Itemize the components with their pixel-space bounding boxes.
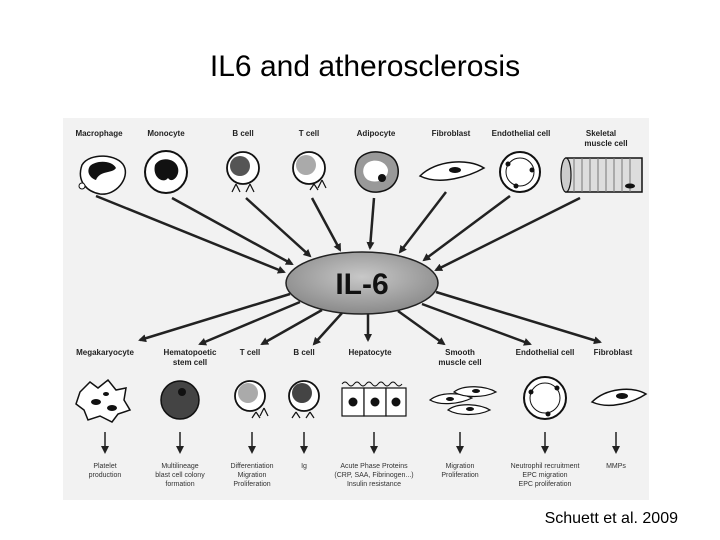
effect-hepatocyte-1: Acute Phase Proteins: [340, 463, 408, 470]
slide-title: IL6 and atherosclerosis: [209, 50, 521, 83]
megakaryocyte-cell-icon: [75, 378, 132, 423]
hematopoetic-stem-cell-icon: [160, 380, 200, 420]
source-label-monocyte: Monocyte: [147, 129, 185, 138]
smooth-muscle-cell-icon: [428, 386, 498, 416]
effect-hematopoetic-3: formation: [165, 481, 194, 488]
effect-t-cell-1: Differentiation: [230, 463, 273, 470]
il6-node: [285, 251, 439, 315]
endothelial-target-icon: [523, 376, 567, 420]
effect-fibroblast-1: MMPs: [606, 463, 626, 470]
source-label-muscle-cell: muscle cell: [584, 139, 627, 148]
adipocyte-cell-icon: [354, 151, 399, 193]
b-cell-target-icon: [288, 380, 320, 419]
target-label-smooth: Smooth: [445, 348, 475, 357]
fibroblast-target-icon: [590, 388, 648, 406]
b-cell-source-icon: [226, 151, 260, 193]
target-label-megakaryocyte: Megakaryocyte: [76, 348, 134, 357]
t-cell-source-icon: [292, 151, 327, 191]
effect-b-cell-1: Ig: [301, 463, 307, 470]
monocyte-cell-icon: [144, 150, 188, 194]
citation: Schuett et al. 2009: [544, 510, 678, 527]
effect-megakaryocyte-2: production: [89, 472, 122, 479]
source-label-macrophage: Macrophage: [75, 129, 123, 138]
effect-endothelial-2: EPC migration: [522, 472, 567, 479]
effect-arrows: [101, 432, 620, 454]
effect-hepatocyte-3: Insulin resistance: [347, 481, 401, 488]
effect-smooth-muscle-1: Migration: [446, 463, 475, 470]
fibroblast-source-icon: [418, 161, 486, 181]
effect-t-cell-3: Proliferation: [233, 481, 270, 488]
target-label-muscle-cell: muscle cell: [438, 358, 481, 367]
target-label-hematopoetic: Hematopoetic: [164, 348, 217, 357]
source-label-b-cell: B cell: [232, 129, 253, 138]
effect-hematopoetic-2: blast cell colony: [155, 472, 205, 479]
target-label-t-cell: T cell: [240, 348, 260, 357]
target-label-hepatocyte: Hepatocyte: [348, 348, 392, 357]
effect-endothelial-3: EPC proliferation: [519, 481, 572, 488]
endothelial-source-icon: [499, 151, 541, 193]
target-label-stem-cell: stem cell: [173, 358, 207, 367]
source-label-adipocyte: Adipocyte: [357, 129, 396, 138]
il6-label: IL-6: [335, 268, 388, 301]
effect-megakaryocyte-1: Platelet: [93, 463, 116, 470]
effect-smooth-muscle-2: Proliferation: [441, 472, 478, 479]
effect-hematopoetic-1: Multilineage: [161, 463, 198, 470]
target-label-endothelial-cell: Endothelial cell: [516, 348, 575, 357]
source-label-fibroblast: Fibroblast: [432, 129, 471, 138]
skeletal-muscle-cell-icon: [560, 157, 643, 193]
target-label-fibroblast: Fibroblast: [594, 348, 633, 357]
hepatocyte-cell-icon: [341, 381, 407, 417]
effect-endothelial-1: Neutrophil recruitment: [511, 463, 580, 470]
effect-hepatocyte-2: (CRP, SAA, Fibrinogen...): [334, 472, 413, 479]
input-arrows: [95, 191, 581, 274]
source-label-endothelial-cell: Endothelial cell: [492, 129, 551, 138]
source-label-skeletal: Skeletal: [586, 129, 616, 138]
output-arrows: [138, 290, 602, 346]
source-label-t-cell: T cell: [299, 129, 319, 138]
effect-t-cell-2: Migration: [238, 472, 267, 479]
macrophage-cell-icon: [78, 155, 127, 195]
t-cell-target-icon: [234, 380, 269, 419]
target-label-b-cell: B cell: [293, 348, 314, 357]
